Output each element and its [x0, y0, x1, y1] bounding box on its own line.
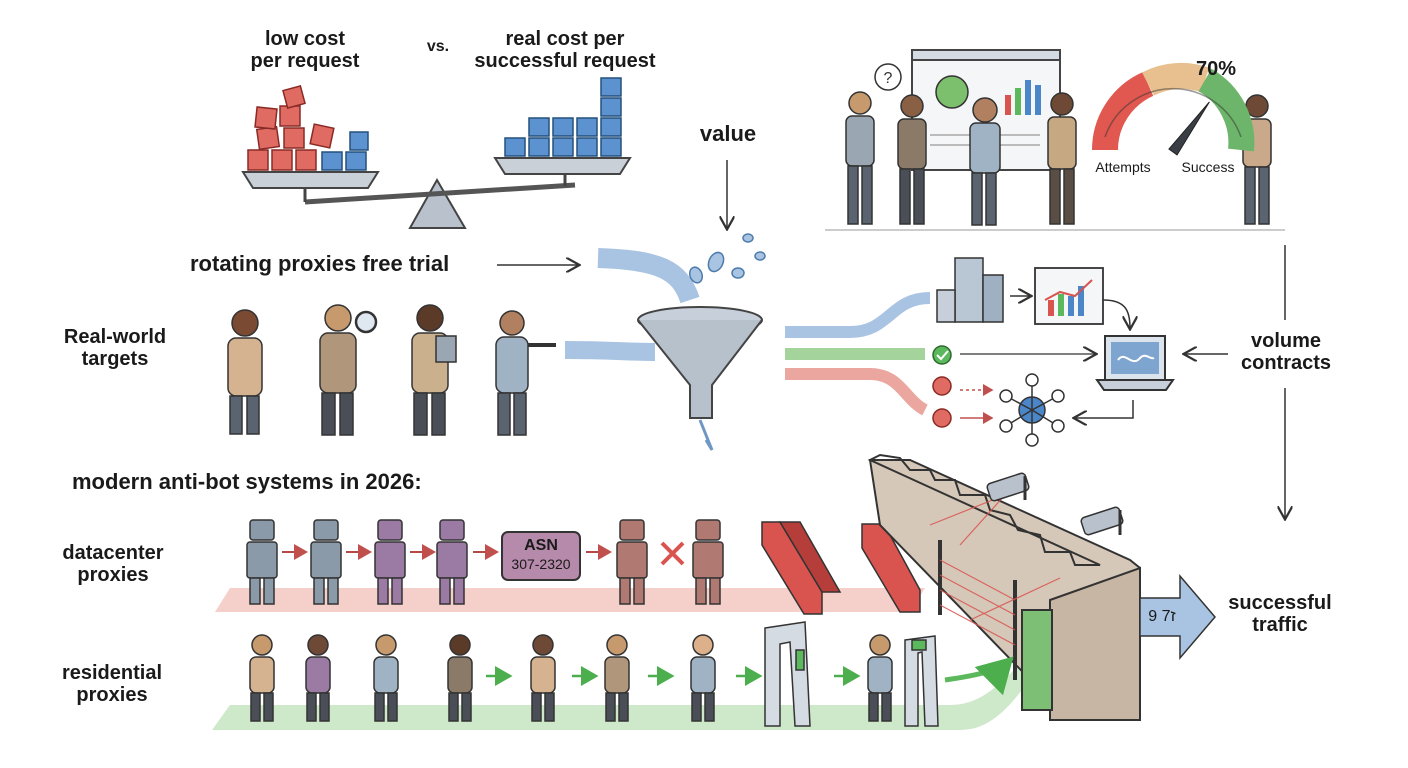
funnel-outputs	[785, 292, 1095, 428]
residential-person	[249, 634, 275, 722]
failed-requests-stack	[247, 85, 335, 171]
residential-person	[305, 634, 331, 722]
seesaw	[241, 77, 632, 229]
targets-label: Real-world targets	[63, 326, 167, 371]
robot-figure	[616, 519, 648, 605]
gauge-attempts-label: Attempts	[1095, 159, 1151, 175]
datacenter-robots	[246, 519, 724, 605]
volume-contracts-label: volume contracts	[1240, 330, 1332, 375]
asn-box	[501, 531, 581, 581]
residential-people	[249, 634, 893, 722]
blocked-x-icon	[660, 541, 685, 566]
team-people: ?	[845, 63, 1272, 226]
residential-person	[604, 634, 630, 722]
entry-arrow	[944, 656, 1014, 696]
residential-person	[867, 634, 893, 722]
security-camera-icon	[986, 472, 1124, 536]
robot-figure	[436, 519, 468, 605]
gauge-success-label: Success	[1181, 159, 1235, 175]
residential-label: residential proxies	[61, 662, 163, 707]
success-gauge	[1091, 62, 1255, 156]
robot-figure	[246, 519, 278, 605]
funnel	[564, 233, 766, 451]
success-arrow	[1139, 573, 1216, 661]
residential-person	[690, 634, 716, 722]
target-people	[227, 304, 556, 436]
trial-label: rotating proxies free trial	[190, 251, 450, 276]
gauge-percent: 70%	[1195, 58, 1237, 80]
low-cost-label: low cost per request	[250, 28, 360, 73]
network-globe-icon	[999, 373, 1065, 447]
robot-figure	[310, 519, 342, 605]
residential-track	[212, 640, 1045, 730]
residential-person	[530, 634, 556, 722]
asn-line2: 307-2320	[511, 556, 571, 572]
robot-figure	[692, 519, 724, 605]
laptop-icon	[1095, 335, 1175, 391]
red-barriers	[761, 521, 921, 615]
security-gates	[764, 621, 939, 727]
residential-person	[447, 634, 473, 722]
analytics-chart-icon	[1034, 267, 1104, 325]
asn-line1: ASN	[524, 537, 558, 554]
vs-label: vs.	[426, 38, 450, 55]
laser-beams	[929, 494, 1061, 646]
residential-person	[373, 634, 399, 722]
anti-bot-wall	[867, 453, 1141, 721]
successful-traffic-label: successful traffic	[1228, 592, 1332, 637]
datacenter-label: datacenter proxies	[62, 542, 164, 587]
svg-text:?: ?	[884, 70, 893, 87]
robot-figure	[374, 519, 406, 605]
antibot-heading: modern anti-bot systems in 2026:	[72, 469, 422, 494]
real-cost-label: real cost per successful request	[474, 28, 656, 73]
successful-requests-left	[321, 131, 369, 171]
value-label: value	[699, 121, 757, 146]
successful-requests-right	[504, 77, 622, 157]
office-building-icon	[936, 257, 1004, 323]
success-arrow-text: 9 ז7	[1148, 608, 1176, 625]
